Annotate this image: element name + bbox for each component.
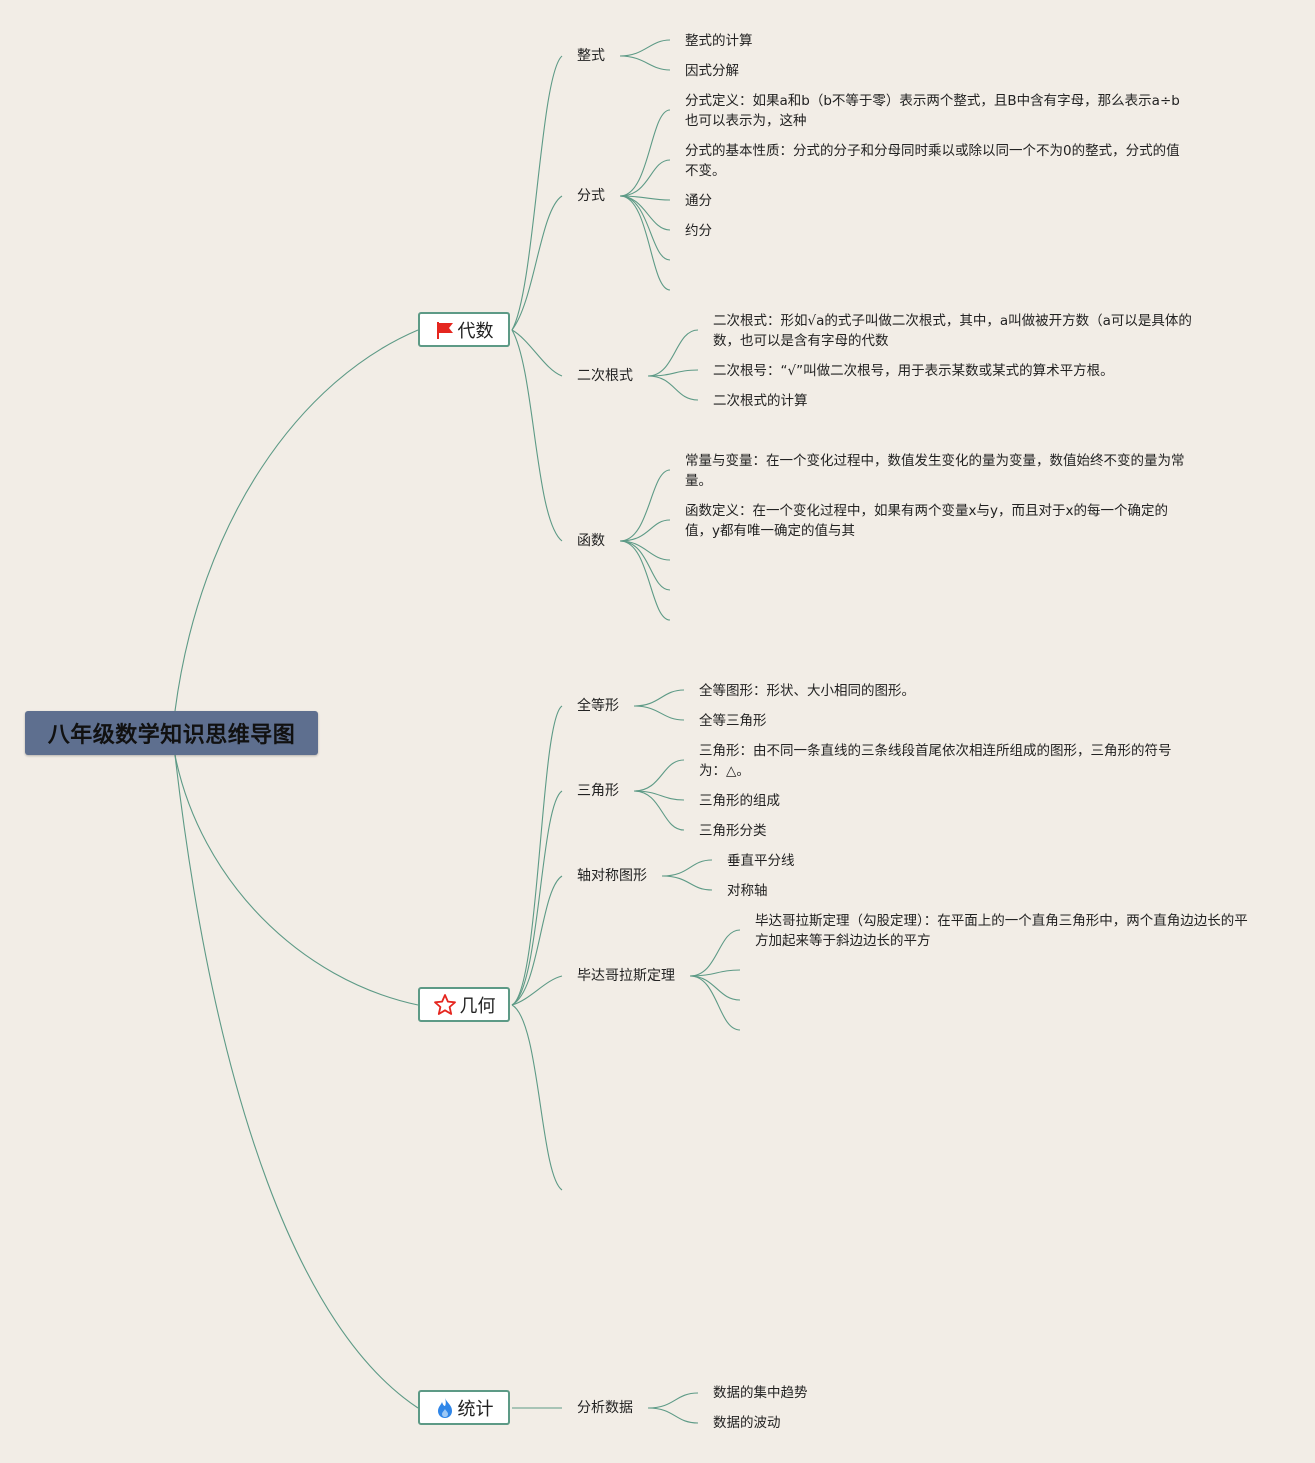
leaf-radical-calc[interactable]: 二次根式的计算 [713,393,808,409]
leaf-triangle-components[interactable]: 三角形的组成 [699,793,780,809]
leaf-fraction-property[interactable]: 分式的基本性质：分式的分子和分母同时乘以或除以同一个不为0的整式，分式的值不变。 [685,143,1180,179]
branch-algebra[interactable]: 代数 [418,312,510,347]
leaf-congruent-triangle[interactable]: 全等三角形 [699,713,767,729]
leaf-polynomial-calc[interactable]: 整式的计算 [685,33,753,49]
flame-icon [437,1397,452,1418]
leaf-triangle-classification[interactable]: 三角形分类 [699,823,767,839]
branch-statistics[interactable]: 统计 [418,1390,510,1425]
topic-pythagorean-theorem[interactable]: 毕达哥拉斯定理 [577,968,675,984]
leaf-central-tendency[interactable]: 数据的集中趋势 [713,1385,808,1401]
topic-triangle[interactable]: 三角形 [577,783,619,799]
leaf-perpendicular-bisector[interactable]: 垂直平分线 [727,853,795,869]
leaf-function-definition[interactable]: 函数定义：在一个变化过程中，如果有两个变量x与y，而且对于x的每一个确定的值，y… [685,503,1168,539]
leaf-fraction-definition[interactable]: 分式定义：如果a和b（b不等于零）表示两个整式，且B中含有字母，那么表示a÷b也… [685,93,1180,129]
topic-congruent-shape[interactable]: 全等形 [577,698,619,714]
leaf-reduction[interactable]: 约分 [685,223,712,239]
leaf-factorization[interactable]: 因式分解 [685,63,739,79]
topic-axial-symmetry[interactable]: 轴对称图形 [577,868,647,884]
red-flag-icon [436,321,453,339]
star-outline-icon [433,993,456,1015]
leaf-triangle-definition[interactable]: 三角形：由不同一条直线的三条线段首尾依次相连所组成的图形，三角形的符号为：△。 [699,743,1172,779]
leaf-congruent-figure[interactable]: 全等图形：形状、大小相同的图形。 [699,683,915,699]
topic-fraction[interactable]: 分式 [577,188,605,204]
branch-statistics-label: 统计 [457,1398,494,1420]
leaf-data-dispersion[interactable]: 数据的波动 [713,1415,781,1431]
leaf-radical-sign[interactable]: 二次根号：“√”叫做二次根号，用于表示某数或某式的算术平方根。 [713,363,1114,379]
central-topic[interactable]: 八年级数学知识思维导图 [25,711,318,755]
leaf-axis-of-symmetry[interactable]: 对称轴 [727,883,768,899]
leaf-common-denominator[interactable]: 通分 [685,193,712,209]
topic-function[interactable]: 函数 [577,533,605,549]
branch-geometry-label: 几何 [459,995,496,1017]
leaf-pythagorean-definition[interactable]: 毕达哥拉斯定理（勾股定理）：在平面上的一个直角三角形中，两个直角边边长的平方加起… [755,913,1248,949]
topic-data-analysis[interactable]: 分析数据 [577,1400,633,1416]
leaf-radical-definition[interactable]: 二次根式：形如√a的式子叫做二次根式，其中，a叫做被开方数（a可以是具体的数，也… [713,313,1192,349]
topic-quadratic-radical[interactable]: 二次根式 [577,368,633,384]
leaf-constants-variables[interactable]: 常量与变量：在一个变化过程中，数值发生变化的量为变量，数值始终不变的量为常量。 [685,453,1185,489]
topic-polynomial[interactable]: 整式 [577,48,605,64]
branch-geometry[interactable]: 几何 [418,987,510,1022]
branch-algebra-label: 代数 [457,320,494,342]
